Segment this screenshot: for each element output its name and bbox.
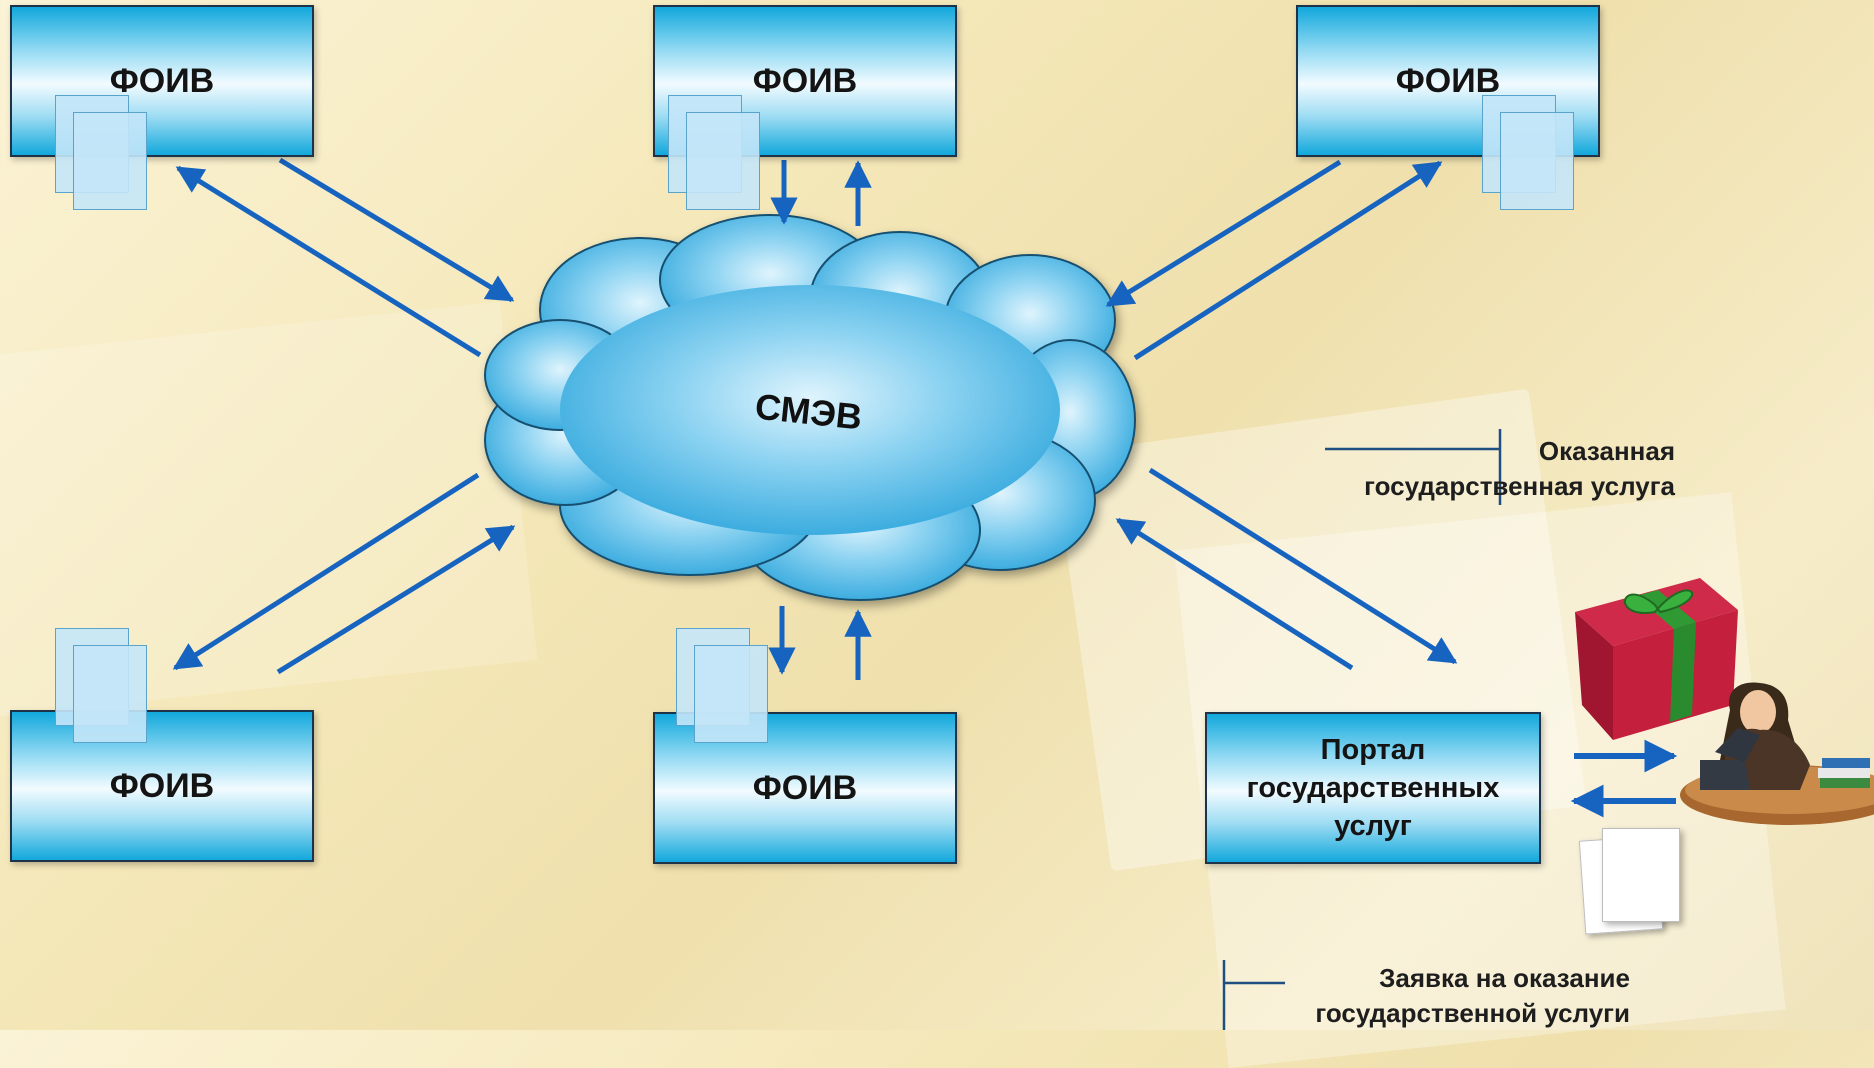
portal-label: Портал государственных услуг — [1246, 734, 1500, 842]
foiv-node-top-center: ФОИВ — [653, 5, 957, 157]
document-icon — [73, 645, 147, 743]
diagram-canvas — [172, 157, 1874, 1030]
document-icon — [694, 645, 768, 743]
arrow-topleft-to-smev — [278, 157, 515, 303]
foiv-label: ФОИВ — [752, 61, 858, 100]
annotation-service-rendered: Оказанная государственная услуга — [1364, 436, 1675, 501]
arrow-topright-to-smev — [1105, 159, 1342, 308]
arrow-portal-to-smev — [1115, 517, 1354, 671]
paper-document-icon — [1602, 828, 1680, 922]
gift-icon — [1575, 578, 1738, 740]
arrow-bottomleft-to-smev — [276, 524, 516, 675]
foiv-label: ФОИВ — [752, 768, 858, 807]
document-icon — [73, 112, 147, 210]
arrow-smev-to-portal — [1148, 467, 1458, 665]
foiv-label: ФОИВ — [1395, 61, 1501, 100]
document-icon — [1500, 112, 1574, 210]
arrow-smev-to-bottomleft — [172, 472, 480, 671]
user-with-laptop-icon — [1680, 682, 1874, 825]
portal-node: Портал государственных услуг — [1205, 712, 1541, 864]
annotation-service-request: Заявка на оказание государственной услуг… — [1315, 963, 1630, 1028]
foiv-label: ФОИВ — [109, 61, 215, 100]
arrow-smev-to-topright — [1133, 160, 1443, 361]
foiv-label: ФОИВ — [109, 766, 215, 805]
arrow-smev-to-topleft — [175, 165, 482, 358]
foiv-node-bottom-left: ФОИВ — [10, 710, 314, 862]
smev-cloud — [484, 214, 1136, 601]
document-icon — [686, 112, 760, 210]
